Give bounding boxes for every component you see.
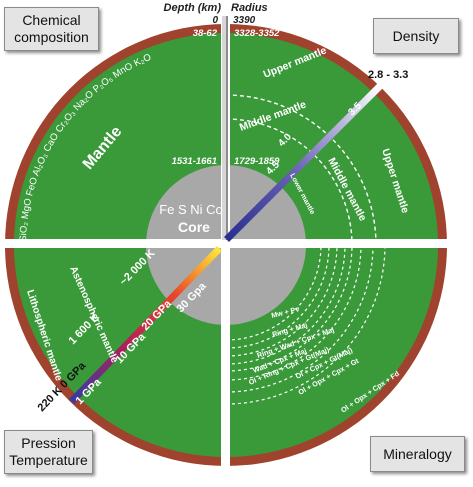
core-elements-label: Fe S Ni Co xyxy=(159,202,223,217)
radius-header: Radius xyxy=(231,2,268,14)
density-box-label: Density xyxy=(392,27,440,44)
pt-scale-bar xyxy=(69,246,222,404)
pt-box-line1: Pression xyxy=(21,435,76,451)
chemical-composition-box: Chemical composition xyxy=(4,7,99,51)
depth-header: Depth (km) xyxy=(164,2,222,14)
density-scale-bar xyxy=(224,81,385,242)
chem-box-line1: Chemical xyxy=(22,12,81,28)
radius-top: 3390 xyxy=(233,15,256,26)
chem-box-line2: composition xyxy=(14,29,89,45)
crust-depth-label: 38-62 xyxy=(193,28,218,39)
mineralogy-box: Mineralogy xyxy=(370,436,465,472)
depth-zero: 0 xyxy=(212,15,218,26)
mineralogy-boundaries xyxy=(225,244,386,405)
density-boundaries xyxy=(225,94,377,246)
crust-radius-label: 3328-3352 xyxy=(234,28,280,39)
density-box: Density xyxy=(373,18,459,54)
horizontal-divider xyxy=(0,239,473,248)
core-label: Core xyxy=(178,219,210,235)
vertical-divider xyxy=(221,14,230,487)
pression-temperature-box: Pression Temperature xyxy=(4,430,93,474)
radius-bar-shade xyxy=(226,16,228,240)
density-value-top: 2.8 - 3.3 xyxy=(368,69,408,81)
radius-bar xyxy=(222,16,228,240)
core-radius-label: 1729-1859 xyxy=(234,156,280,167)
core-depth-label: 1531-1661 xyxy=(172,156,217,167)
crust-label: Crust xyxy=(41,67,66,95)
pt-box-line2: Temperature xyxy=(9,452,88,468)
mineralogy-box-label: Mineralogy xyxy=(383,445,452,462)
